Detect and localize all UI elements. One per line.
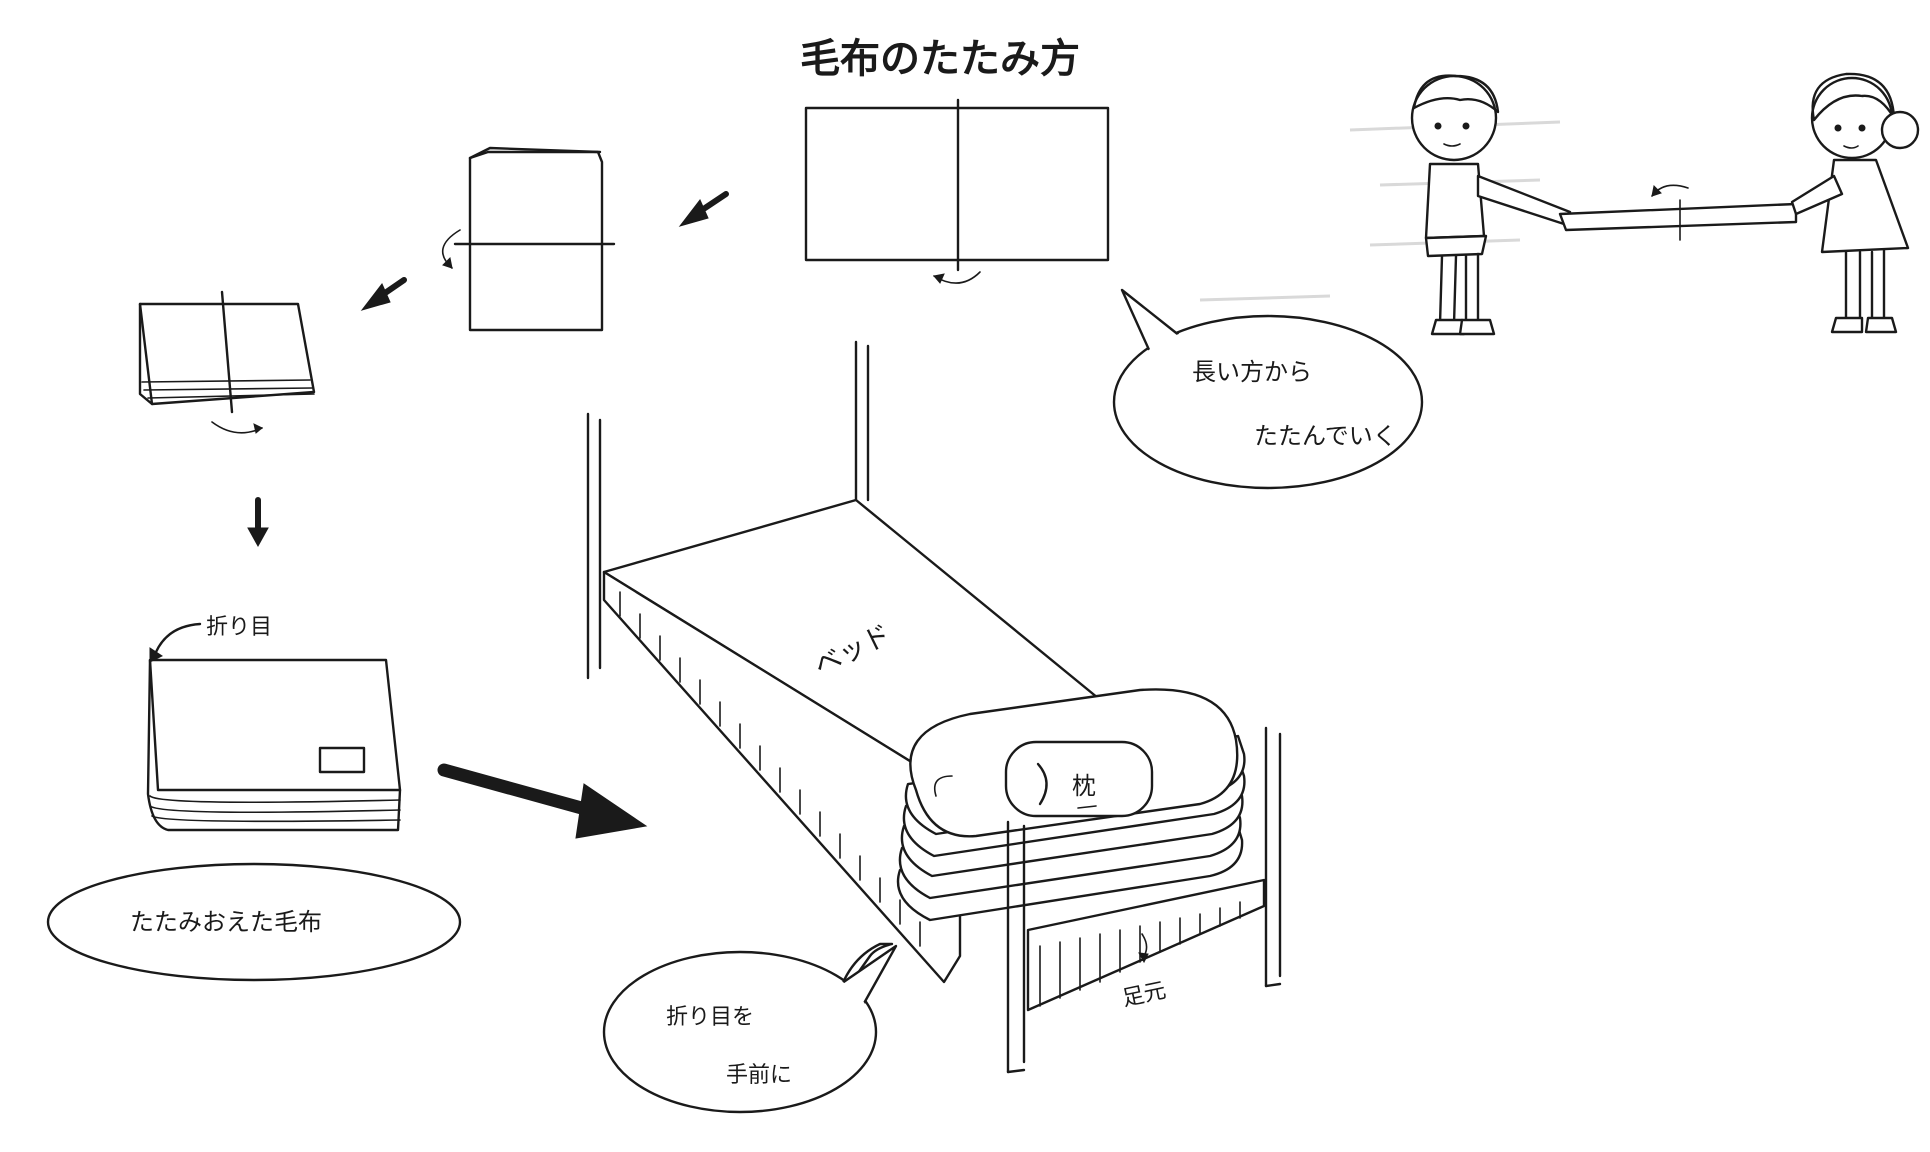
crease-front-line1: 折り目を	[666, 1005, 754, 1030]
step3-quarter-folded-blanket	[138, 290, 316, 434]
girl-figure	[1790, 72, 1920, 334]
long-side-line2: たたんでいく	[1254, 422, 1397, 450]
long-side-line1: 長い方から	[1192, 358, 1312, 386]
children-folding-illustration	[1410, 72, 1920, 336]
to-bed-arrow-icon	[437, 763, 648, 839]
held-blanket	[1558, 184, 1798, 241]
step-arrow-icon	[360, 277, 407, 311]
crease-front-bubble: 折り目を 手前に	[602, 942, 898, 1114]
step2-half-folded-blanket	[442, 146, 616, 332]
folded-blanket-caption: たたみおえた毛布	[130, 908, 322, 936]
crease-pointer-icon	[154, 622, 202, 654]
boy-figure	[1410, 74, 1572, 336]
step1-open-blanket	[804, 98, 1110, 284]
step-arrow-icon	[247, 497, 269, 548]
mattress-stripes	[619, 591, 921, 947]
blanket-stack: 枕	[896, 688, 1246, 964]
folded-blanket-bubble: たたみおえた毛布	[46, 862, 462, 982]
foot-end-stripes	[1039, 901, 1241, 1007]
bed-illustration: ベッド 枕 足元	[586, 340, 1282, 1074]
pillow-label: 枕	[1072, 772, 1096, 800]
step4-folded-blanket: 折り目	[146, 615, 402, 832]
crease-label: 折り目	[206, 615, 272, 640]
crease-front-line2: 手前に	[726, 1063, 792, 1088]
page-title: 毛布のたたみ方	[800, 36, 1080, 82]
long-side-bubble: 長い方から たたんでいく	[1112, 288, 1424, 490]
step-arrow-icon	[678, 191, 729, 227]
foot-end-label: 足元	[1120, 978, 1168, 1012]
